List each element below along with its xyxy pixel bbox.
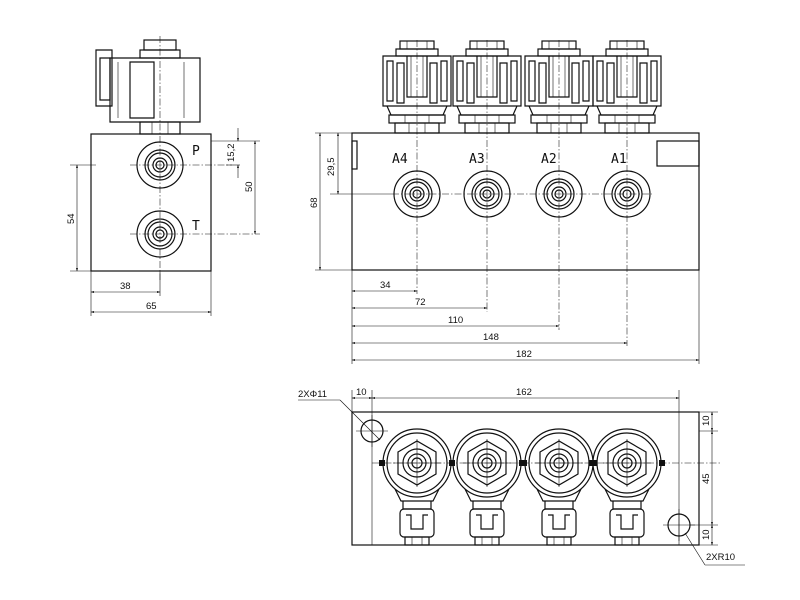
dim-182: 182	[516, 349, 532, 360]
dim-29-5: 29,5	[326, 158, 337, 177]
dim-38: 38	[120, 281, 131, 292]
dim-radius: 2XR10	[706, 552, 735, 563]
dim-110: 110	[448, 315, 463, 326]
dim-45: 45	[701, 473, 712, 484]
dim-10-left: 10	[356, 387, 367, 398]
front-view: A4 A3 A2 A1 29,5 68 34 72 110 148 182	[309, 40, 700, 364]
top-block	[351, 411, 700, 546]
dim-68: 68	[309, 197, 320, 208]
dim-54: 54	[66, 213, 77, 224]
dim-10-bottom: 10	[701, 529, 712, 540]
side-coil	[109, 57, 201, 123]
dim-34: 34	[380, 280, 391, 291]
top-view: 10 162 2XΦ11 10 45 10 2XR10	[298, 387, 745, 566]
dim-15-2: 15,2	[226, 144, 237, 163]
port-a1-label: A1	[611, 152, 627, 167]
port-a4-label: A4	[392, 152, 408, 167]
dim-hole-dia: 2XΦ11	[298, 389, 327, 400]
port-t-label: T	[192, 219, 200, 234]
dim-162: 162	[516, 387, 532, 398]
port-p-label: P	[192, 144, 200, 159]
front-block	[351, 132, 700, 271]
side-view: P T 15,2 50 54 38 65	[66, 36, 260, 316]
dim-10-top: 10	[701, 415, 712, 426]
port-a3-label: A3	[469, 152, 485, 167]
dim-65: 65	[146, 301, 157, 312]
dim-72: 72	[415, 297, 426, 308]
dim-50: 50	[244, 181, 255, 192]
dim-148: 148	[483, 332, 499, 343]
port-a2-label: A2	[541, 152, 557, 167]
